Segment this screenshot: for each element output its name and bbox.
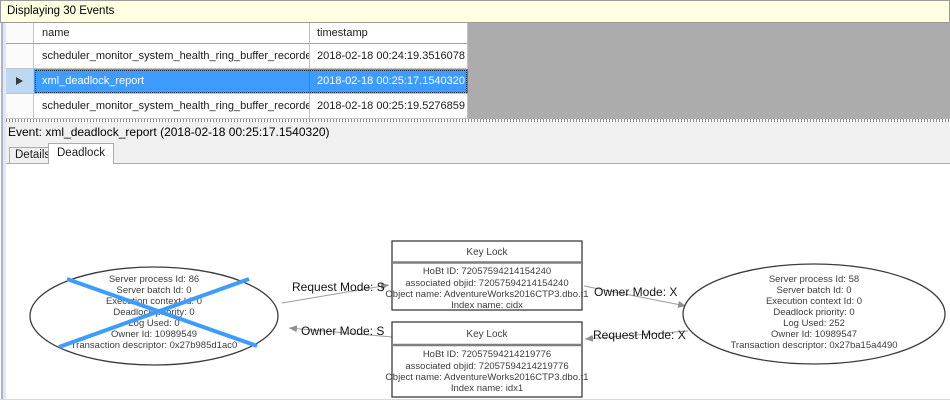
- deadlock-graph: Request Mode: S Owner Mode: S Owner Mode…: [29, 240, 946, 398]
- node-text-line: Index name: cidx: [451, 300, 523, 311]
- node-text-line: Server process Id: 86: [109, 274, 199, 285]
- node-text-line: associated objid: 72057594214219776: [405, 361, 568, 372]
- tab-strip: Details Deadlock: [0, 142, 950, 164]
- events-grid-columns: name timestamp scheduler_monitor_system_…: [6, 23, 468, 119]
- row-selector[interactable]: [6, 44, 34, 69]
- resource-title: Key Lock: [466, 329, 508, 340]
- edge-label-request-s: Request Mode: S: [292, 280, 385, 294]
- cell-timestamp[interactable]: 2018-02-18 00:25:19.5276859: [310, 94, 468, 119]
- tab-details[interactable]: Details: [9, 147, 57, 163]
- node-text-line: Execution context Id: 0: [766, 296, 862, 307]
- node-text-line: Execution context Id: 0: [106, 296, 202, 307]
- event-summary-bar: Event: xml_deadlock_report (2018-02-18 0…: [0, 122, 950, 142]
- node-text-line: HoBt ID: 72057594214154240: [423, 266, 551, 277]
- cell-timestamp[interactable]: 2018-02-18 00:25:17.1540320: [310, 69, 468, 94]
- node-text-line: Object name: AdventureWorks2016CTP3.dbo.…: [385, 372, 588, 383]
- node-text-line: Server batch Id: 0: [777, 285, 852, 296]
- column-header-timestamp[interactable]: timestamp: [310, 23, 468, 44]
- graph-edges: Request Mode: S Owner Mode: S Owner Mode…: [281, 280, 689, 342]
- node-text-line: Owner Id: 10989549: [111, 329, 197, 340]
- cell-name[interactable]: xml_deadlock_report: [34, 69, 310, 94]
- table-row[interactable]: scheduler_monitor_system_health_ring_buf…: [6, 94, 468, 119]
- current-row-arrow-icon: [16, 77, 23, 85]
- node-text-line: Owner Id: 10989547: [771, 329, 857, 340]
- edge-label-request-x: Request Mode: X: [593, 328, 686, 342]
- resource-title: Key Lock: [466, 247, 508, 258]
- resource-rect: [391, 321, 583, 398]
- node-text-line: Server batch Id: 0: [117, 285, 192, 296]
- edge-label-owner-x: Owner Mode: X: [594, 285, 677, 299]
- node-text-line: Deadlock priority: 0: [773, 307, 854, 318]
- resource-node-top[interactable]: Key Lock HoBt ID: 72057594214154240 asso…: [385, 240, 589, 311]
- node-text-line: Log Used: 252: [783, 318, 845, 329]
- victim-cross-icon: [66, 277, 258, 348]
- window-left-border: [0, 23, 6, 400]
- row-selector[interactable]: [6, 94, 34, 119]
- node-text-line: Server process Id: 58: [769, 274, 859, 285]
- edge-owner-x: [583, 285, 687, 308]
- event-summary-text: Event: xml_deadlock_report (2018-02-18 0…: [8, 125, 330, 139]
- events-count-bar: Displaying 30 Events: [0, 0, 950, 23]
- edge-request-s: [281, 282, 390, 304]
- column-header-name[interactable]: name: [34, 23, 310, 44]
- edge-owner-s: [288, 325, 393, 338]
- victim-cross-icon: [58, 277, 250, 349]
- edge-request-x: [584, 330, 689, 342]
- tab-deadlock[interactable]: Deadlock: [48, 143, 114, 164]
- edge-label-owner-s: Owner Mode: S: [301, 324, 384, 338]
- node-text-line: Log Used: 0: [128, 318, 179, 329]
- table-row-selected[interactable]: xml_deadlock_report 2018-02-18 00:25:17.…: [6, 69, 468, 94]
- cell-name[interactable]: scheduler_monitor_system_health_ring_buf…: [34, 44, 310, 69]
- node-text-line: Transaction descriptor: 0x27b985d1ac0: [71, 340, 238, 351]
- resource-rect: [391, 240, 583, 311]
- process-ellipse: [682, 263, 946, 365]
- node-text-line: Object name: AdventureWorks2016CTP3.dbo.…: [385, 289, 588, 300]
- deadlock-graph-panel: Request Mode: S Owner Mode: S Owner Mode…: [0, 164, 950, 400]
- row-selector-current[interactable]: [6, 69, 34, 94]
- cell-timestamp[interactable]: 2018-02-18 00:24:19.3516078: [310, 44, 468, 69]
- node-text-line: HoBt ID: 72057594214219776: [423, 349, 551, 360]
- events-count-text: Displaying 30 Events: [7, 5, 115, 17]
- node-text-line: associated objid: 72057594214154240: [405, 278, 568, 289]
- process-node-right[interactable]: Server process Id: 58 Server batch Id: 0…: [682, 263, 946, 365]
- grid-corner-cell[interactable]: [6, 23, 34, 44]
- resource-node-bottom[interactable]: Key Lock HoBt ID: 72057594214219776 asso…: [385, 321, 589, 398]
- node-text-line: Transaction descriptor: 0x27ba15a4490: [730, 340, 897, 351]
- process-node-victim[interactable]: Server process Id: 86 Server batch Id: 0…: [29, 266, 279, 366]
- events-grid: name timestamp scheduler_monitor_system_…: [0, 23, 950, 119]
- node-text-line: Index name: idx1: [451, 383, 523, 394]
- cell-name[interactable]: scheduler_monitor_system_health_ring_buf…: [34, 94, 310, 119]
- pane-splitter[interactable]: [0, 119, 950, 122]
- grid-header-row: name timestamp: [6, 23, 468, 44]
- table-row[interactable]: scheduler_monitor_system_health_ring_buf…: [6, 44, 468, 69]
